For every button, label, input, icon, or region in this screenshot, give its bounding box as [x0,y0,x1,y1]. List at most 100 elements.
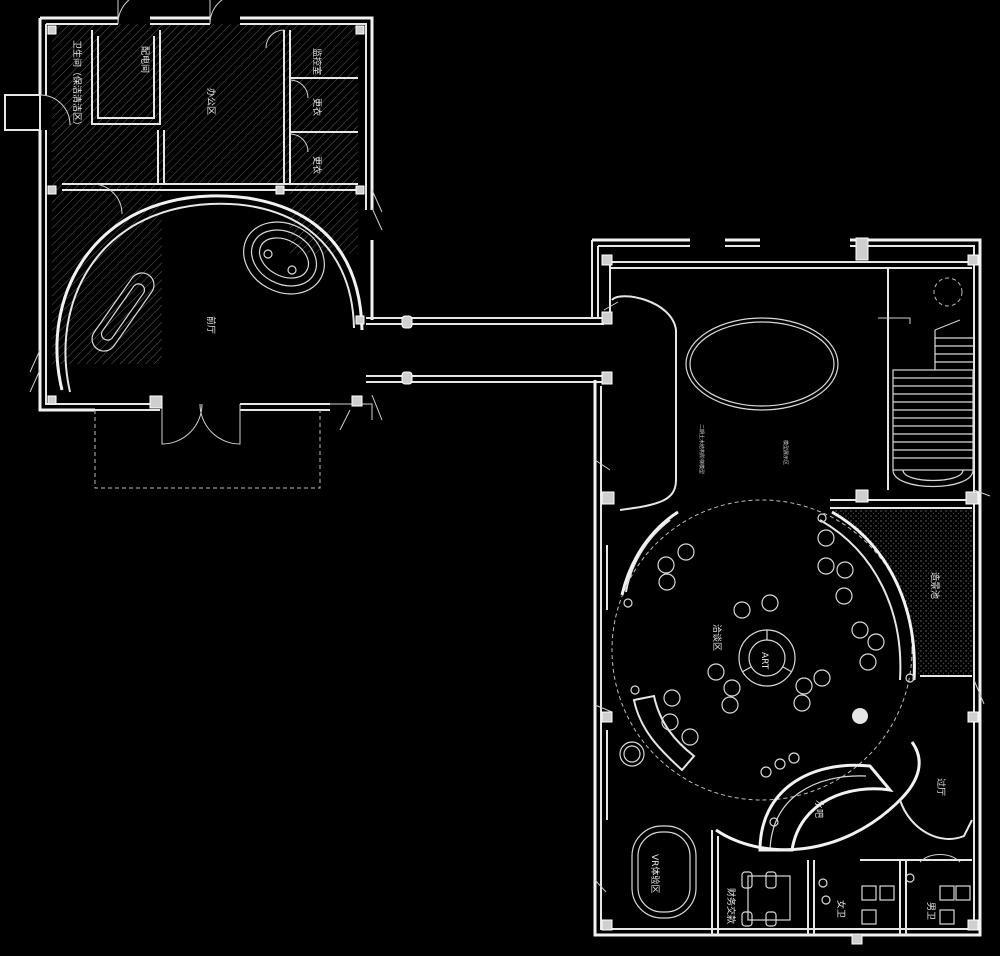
display-wall [611,295,677,511]
column [355,25,365,35]
column [967,254,979,266]
round-planter-inner [623,745,641,763]
planter-circle [933,277,963,307]
water-bar [758,752,894,852]
label-water-bar: 水吧 [813,800,825,818]
left-wall-west-inner [45,24,95,405]
stair-arrow [878,317,911,324]
lobby-curved-wall [55,194,364,391]
label-vr: VR体验区 [649,854,661,893]
west-curved-wall-inner [625,519,671,593]
bar-stool [788,752,800,764]
chair [795,677,813,695]
bar-stool [760,766,772,778]
art-table-divisions [741,630,793,673]
finance-west-wall [711,830,719,935]
label-discussion: 洽谈区 [711,624,723,651]
west-curved-wall [620,510,679,596]
chair [817,557,835,575]
reception-chair-2 [287,265,297,275]
west-window [29,349,41,393]
right-outer-wall [592,238,982,937]
service-hatch-top [52,24,358,184]
marker [623,598,633,608]
chair [851,621,869,639]
column [601,371,613,385]
door-changing-2 [289,133,309,153]
markers [623,513,915,888]
column [47,25,57,35]
wc-door-arc [919,854,961,863]
wc-partition [899,860,907,935]
label-lobby: 前厅 [205,316,217,334]
reception-desk [258,237,310,279]
corridor-curve [715,741,921,852]
sink [821,895,831,905]
door-side [39,94,71,126]
desk [747,875,791,921]
left-building [4,0,383,489]
door-north-2 [209,0,223,25]
waterscape-north-wall [830,499,972,509]
door-changing-1 [289,79,309,99]
toilet [939,885,955,901]
left-wall-top [40,16,374,320]
left-wall-south [95,403,330,411]
display-bench-inner [100,283,146,341]
lower-bench [632,694,696,772]
column [351,395,363,407]
column [601,254,613,266]
right-building [591,237,991,945]
vr-zone-inner [637,831,691,913]
water-bar-counter [758,763,894,852]
door-monitor [265,29,285,49]
door-north-1 [117,0,130,25]
reception-ring-inner [250,229,318,287]
marker [818,878,828,888]
west-openings [594,301,619,893]
reception-chair-1 [263,249,273,259]
column [967,919,979,931]
chairs [657,529,885,746]
sand-table-inner [689,321,835,407]
column [355,315,365,325]
chair [817,529,835,547]
display-bench [91,272,155,352]
side-door-stub [4,94,41,131]
desk-chair [741,871,753,889]
chair [657,556,675,574]
chair [733,601,751,619]
chair [793,694,811,712]
left-wall-top-inner [46,23,367,210]
column [47,185,57,195]
main-entry-door [161,403,241,445]
staircase [892,319,974,488]
toilet [861,885,877,901]
column [355,185,365,195]
chair [661,713,679,731]
stair-flight [892,369,974,471]
corridor-light [401,371,413,385]
pillar-dot [852,708,868,724]
toilet [955,885,971,901]
label-female-wc: 女卫 [835,900,847,918]
left-wall-south-east [330,403,373,420]
right-north-inner-wall [610,261,972,269]
corridor-curve-east [899,799,973,840]
finance-desk [741,871,791,927]
stair-landing [892,469,974,488]
west-glass-wall-lower [600,730,608,820]
lobby-curved-wall-inner [64,202,355,393]
office-partition [157,130,165,184]
label-monitor: 监控室 [311,48,323,75]
east-openings [973,489,991,705]
right-outer-wall-inner [598,245,975,930]
sink [905,873,915,883]
left-wall-west [38,18,95,412]
desk-chair [765,871,777,889]
label-note-b: 模型展示区 [782,440,789,465]
chair [681,728,699,746]
column [855,237,869,261]
